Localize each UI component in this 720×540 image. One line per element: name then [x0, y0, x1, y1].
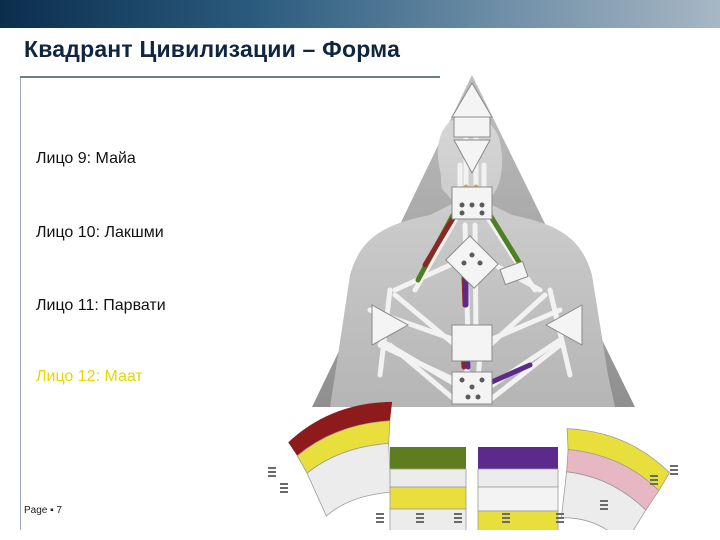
face-9-label: Лицо 9: Майа — [36, 150, 136, 167]
face-12-label: Лицо 12: Маат — [36, 368, 143, 385]
heart-center — [499, 260, 529, 286]
centers — [371, 82, 583, 405]
wheel-segment-green — [389, 447, 467, 530]
slide-title: Квадрант Цивилизации – Форма — [24, 36, 401, 62]
solar-plexus-center — [544, 304, 583, 346]
sacral-center — [451, 324, 493, 362]
face-11-label: Лицо 11: Парвати — [36, 297, 166, 314]
head-box — [453, 116, 491, 138]
header-bar — [0, 0, 720, 28]
wheel-segment-yellow — [560, 428, 670, 530]
title-underline — [20, 76, 440, 78]
hexagram-icons — [268, 465, 678, 523]
ajna-center — [453, 139, 491, 175]
left-border-line — [20, 78, 21, 530]
wheel-segment-red — [288, 401, 393, 517]
spleen-center — [371, 304, 410, 346]
page-footer: Page ▪ 7 — [24, 505, 63, 516]
head-center — [451, 82, 493, 118]
g-center — [445, 235, 499, 289]
gate-dots — [459, 202, 485, 400]
bodygraph-illustration — [268, 75, 678, 530]
face-10-label: Лицо 10: Лакшми — [36, 224, 164, 241]
wheel-segment-purple — [477, 447, 559, 530]
